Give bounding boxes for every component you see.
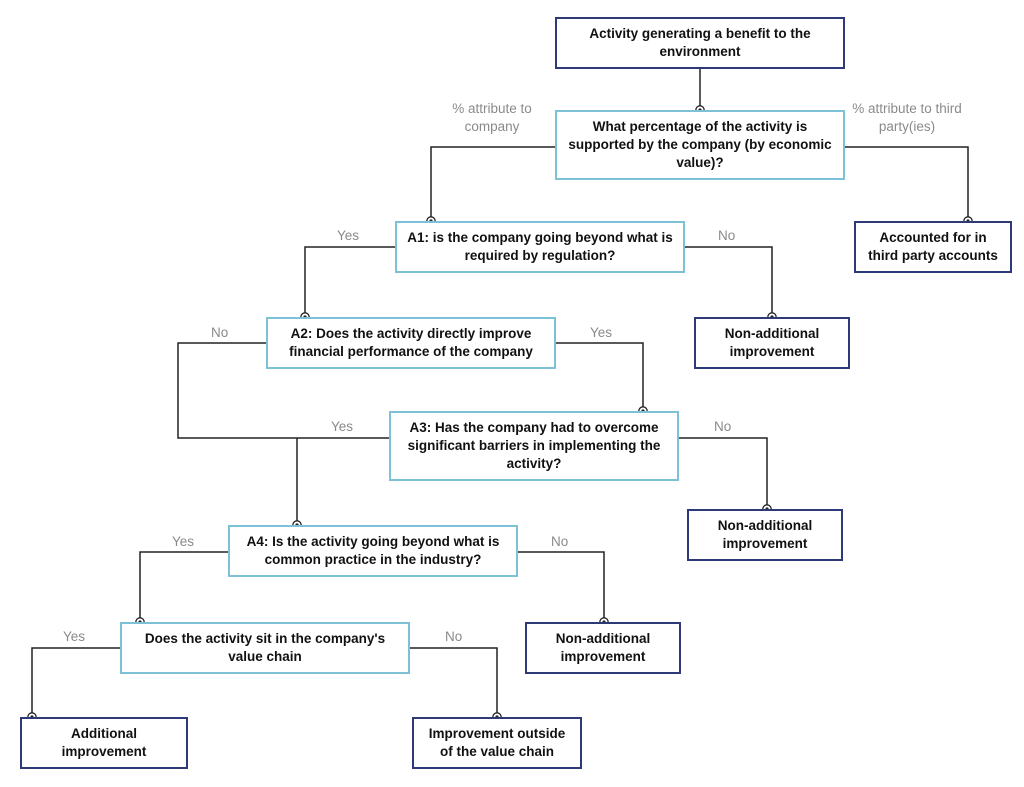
node-a4-question: A4: Is the activity going beyond what is… (228, 525, 518, 577)
node-a4-question-text: A4: Is the activity going beyond what is… (246, 533, 500, 567)
node-a3-question: A3: Has the company had to overcome sign… (389, 411, 679, 481)
node-nonadditional-2-text: Non-additional improvement (717, 517, 813, 551)
node-outside-value-chain-text: Improvement outside of the value chain (428, 725, 566, 759)
edge-label-value-chain-yes: Yes (63, 629, 86, 644)
node-percentage-question: What percentage of the activity is suppo… (555, 110, 845, 180)
edge-label-attr-company: % attribute to company (452, 101, 532, 134)
edge-value-chain-no-to-outside (409, 647, 498, 717)
node-additional-improvement-text: Additional improvement (61, 725, 147, 759)
node-a2-question-text: A2: Does the activity directly improve f… (289, 325, 533, 359)
node-a3-question-text: A3: Has the company had to overcome sign… (407, 419, 661, 472)
node-nonadditional-1: Non-additional improvement (694, 317, 850, 369)
node-outside-value-chain: Improvement outside of the value chain (412, 717, 582, 769)
node-percentage-question-text: What percentage of the activity is suppo… (568, 118, 832, 171)
edge-label-attr-third: % attribute to third party(ies) (852, 101, 962, 134)
edge-percentage-to-third-party (845, 146, 969, 221)
node-nonadditional-2: Non-additional improvement (687, 509, 843, 561)
node-value-chain-question-text: Does the activity sit in the company's v… (144, 630, 386, 664)
node-nonadditional-1-text: Non-additional improvement (724, 325, 820, 359)
edge-label-a2-no: No (211, 325, 229, 340)
edge-a2-yes-to-a3 (555, 342, 644, 411)
edge-label-a1-no: No (718, 228, 736, 243)
edge-a2-no-merge (177, 342, 389, 439)
edge-label-a2-yes: Yes (590, 325, 613, 340)
node-a1-question-text: A1: is the company going beyond what is … (407, 229, 673, 263)
edge-label-a3-no: No (714, 419, 732, 434)
edge-a4-yes-to-value-chain (139, 551, 228, 622)
edge-a1-no-to-nonadditional (683, 246, 773, 317)
edge-label-a4-no: No (551, 534, 569, 549)
node-nonadditional-3-text: Non-additional improvement (555, 630, 651, 664)
edge-label-a1-yes: Yes (337, 228, 360, 243)
node-value-chain-question: Does the activity sit in the company's v… (120, 622, 410, 674)
node-root-text: Activity generating a benefit to the env… (589, 25, 811, 59)
node-nonadditional-3: Non-additional improvement (525, 622, 681, 674)
edge-label-a3-yes: Yes (331, 419, 354, 434)
node-third-party-accounts: Accounted for in third party accounts (854, 221, 1012, 273)
node-a1-question: A1: is the company going beyond what is … (395, 221, 685, 273)
node-a2-question: A2: Does the activity directly improve f… (266, 317, 556, 369)
node-root: Activity generating a benefit to the env… (555, 17, 845, 69)
node-additional-improvement: Additional improvement (20, 717, 188, 769)
node-third-party-accounts-text: Accounted for in third party accounts (868, 229, 998, 263)
edge-a4-no-to-nonadditional (518, 551, 605, 622)
edge-value-chain-yes-to-additional (31, 647, 121, 717)
edge-a3-no-to-nonadditional (678, 437, 768, 509)
edge-label-a4-yes: Yes (172, 534, 195, 549)
edge-label-value-chain-no: No (445, 629, 463, 644)
edge-percentage-to-a1 (430, 146, 556, 221)
edge-a1-yes-to-a2 (304, 246, 395, 317)
